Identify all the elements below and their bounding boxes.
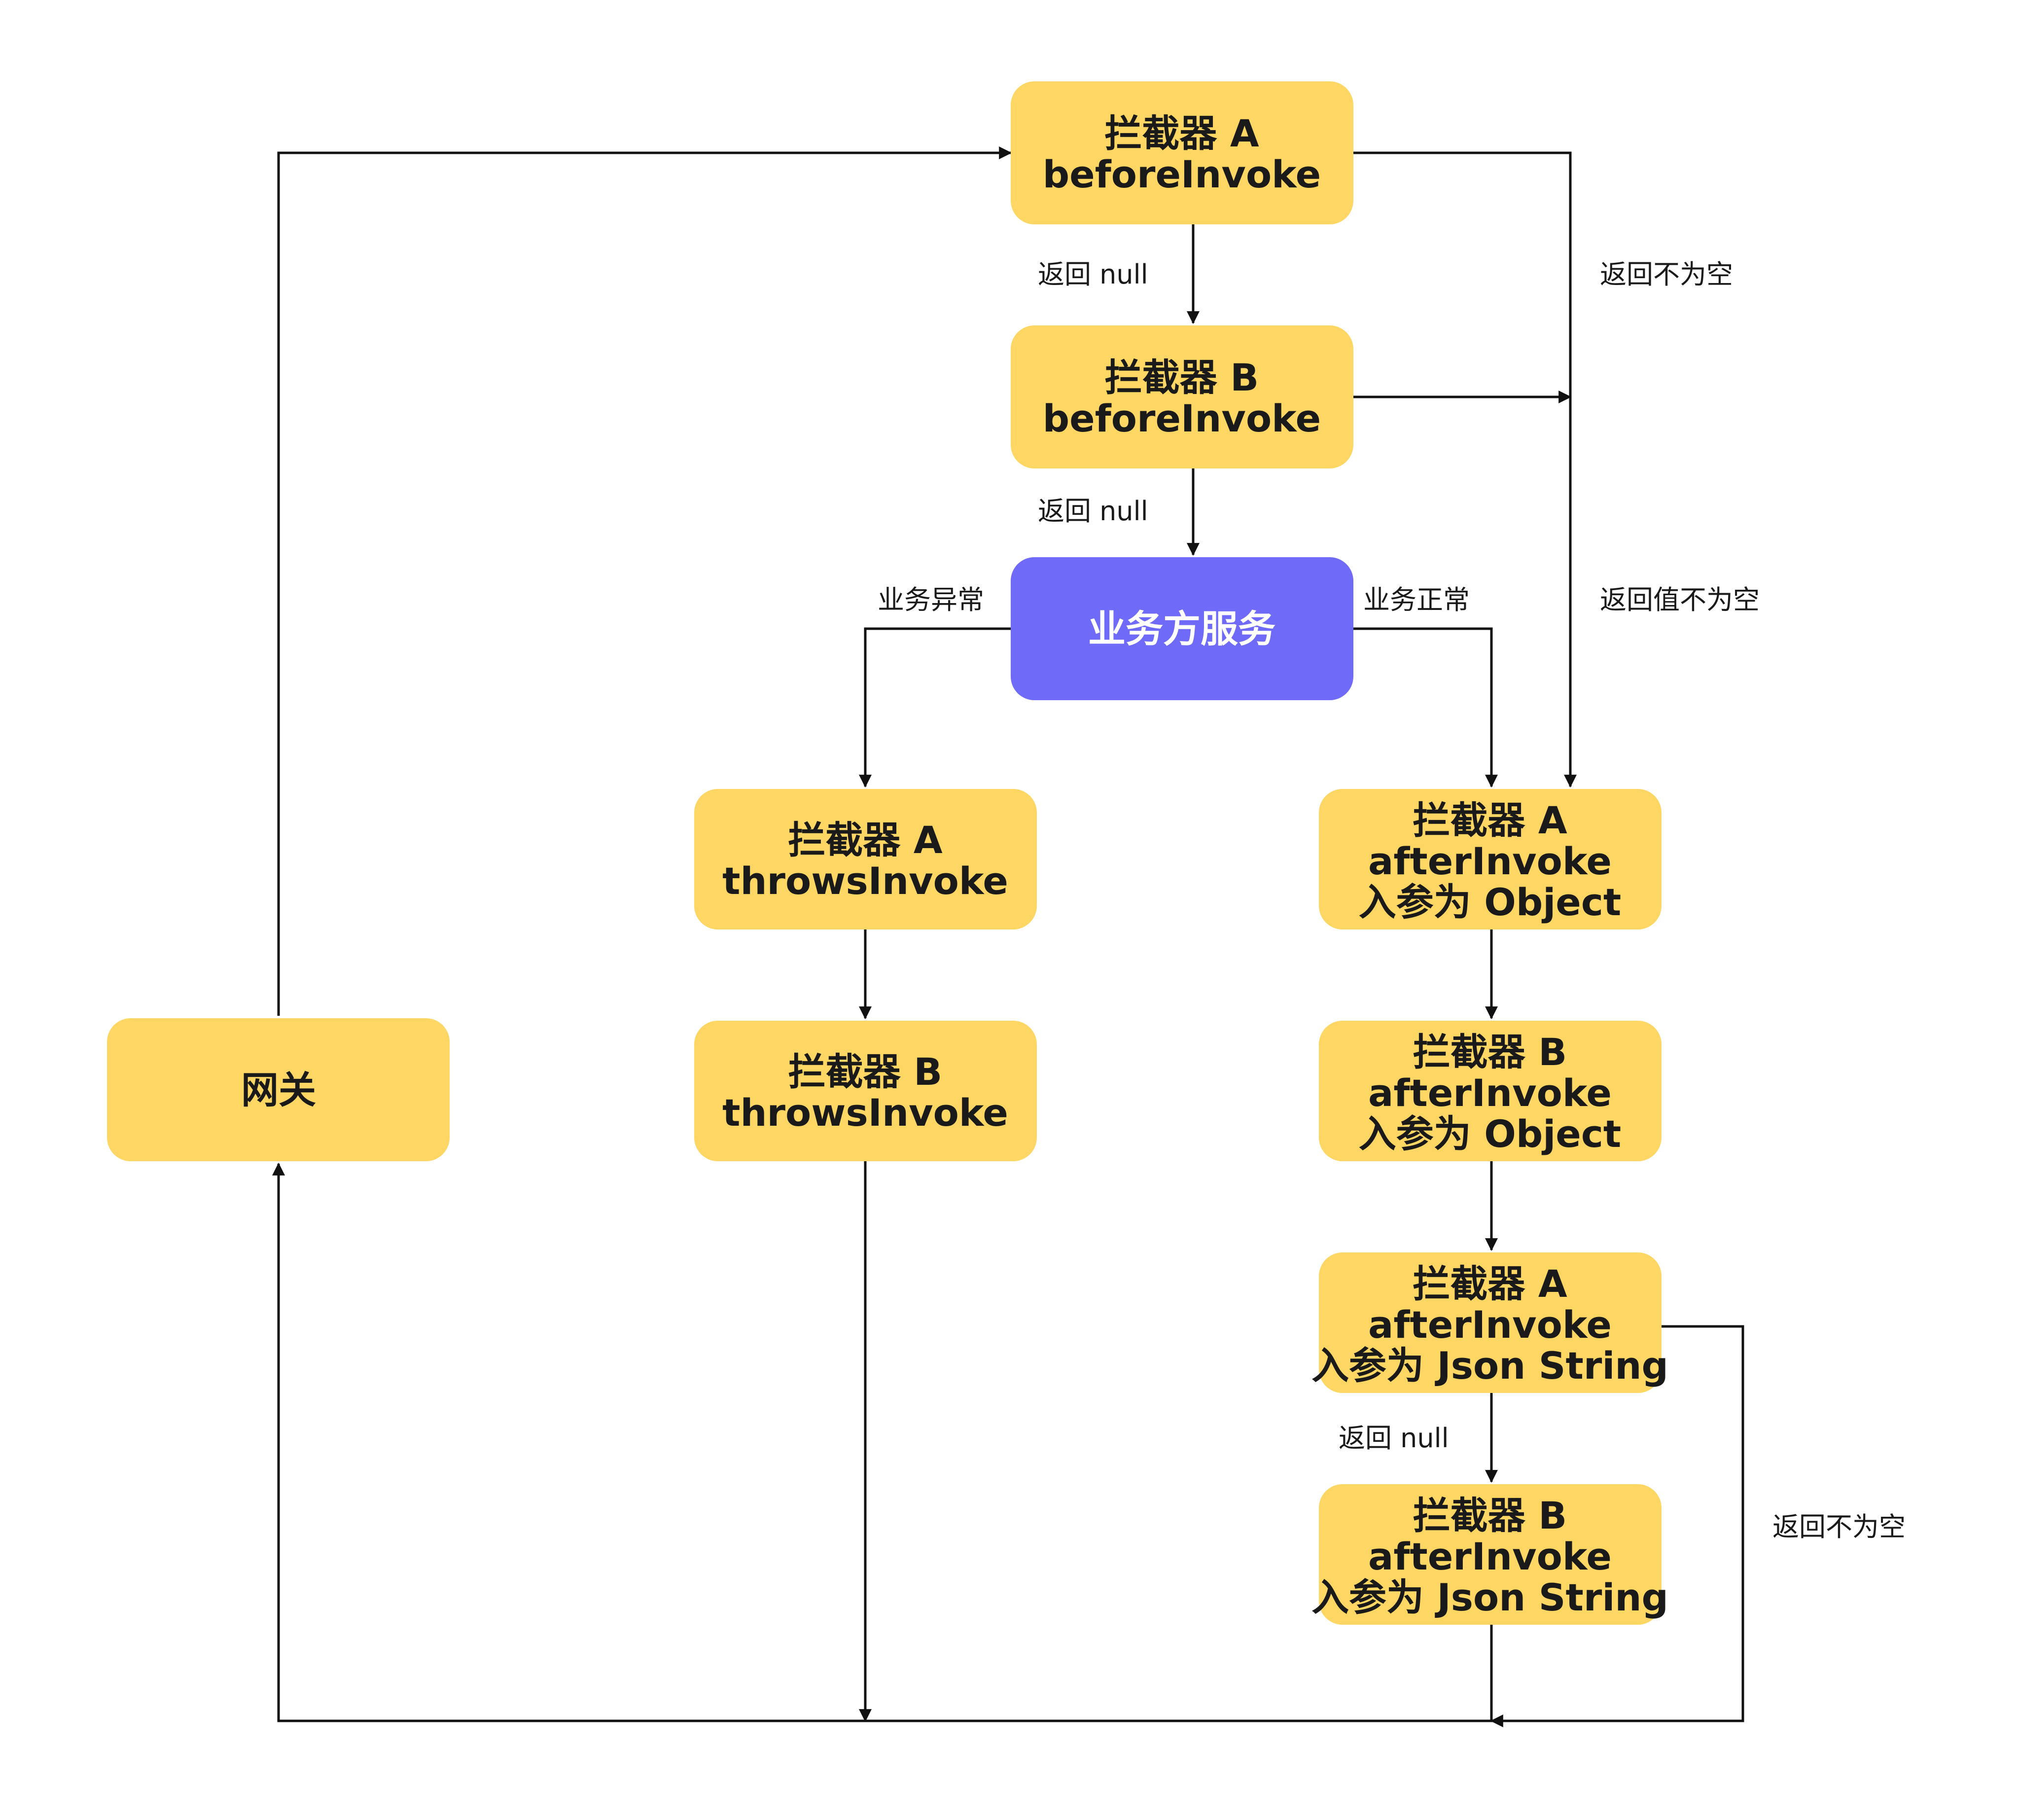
label-business-normal: 业务正常	[1363, 584, 1470, 615]
node-box	[694, 789, 1037, 929]
edge-a-before-not-empty	[1353, 151, 1577, 788]
edge-gateway-to-a-before	[277, 146, 1012, 1016]
label-json-a-return-null: 返回 null	[1339, 1423, 1449, 1454]
node-b-after-invoke-object[interactable]: 拦截器 B afterInvoke 入参为 Object	[1319, 1021, 1662, 1161]
edge-labels: 返回 null 返回 null 返回不为空 返回值不为空 业务异常 业务正常 返…	[878, 259, 1906, 1542]
node-line2: afterInvoke	[1368, 1071, 1612, 1115]
label-return-value-not-empty: 返回值不为空	[1600, 584, 1760, 615]
edge-service-normal	[1353, 627, 1498, 788]
label-business-exception: 业务异常	[878, 584, 984, 615]
node-line3: 入参为 Json String	[1311, 1344, 1668, 1388]
node-line3: 入参为 Json String	[1311, 1575, 1668, 1619]
node-line1: 拦截器 B	[1413, 1030, 1567, 1074]
node-line1: 拦截器 A	[788, 818, 942, 862]
node-line2: throwsInvoke	[722, 859, 1008, 903]
node-label: 业务方服务	[1088, 607, 1275, 651]
node-b-throws-invoke[interactable]: 拦截器 B throwsInvoke	[694, 1021, 1037, 1161]
node-box	[1011, 557, 1353, 700]
label-b-return-null: 返回 null	[1038, 496, 1148, 527]
node-line3: 入参为 Object	[1359, 1112, 1621, 1156]
edges	[272, 146, 1744, 1727]
node-line1: 拦截器 B	[1105, 356, 1259, 399]
node-line2: afterInvoke	[1368, 1303, 1612, 1347]
label-a-return-null: 返回 null	[1038, 259, 1148, 290]
node-box	[1011, 81, 1353, 224]
node-line2: afterInvoke	[1368, 839, 1612, 883]
edge-service-exception	[859, 627, 1011, 788]
node-line1: 拦截器 A	[1413, 1262, 1567, 1306]
node-box	[1319, 1484, 1662, 1625]
node-line2: throwsInvoke	[722, 1091, 1008, 1135]
node-box	[694, 1021, 1037, 1161]
node-line1: 拦截器 B	[1413, 1494, 1567, 1537]
node-box	[1319, 1252, 1662, 1393]
node-box	[1011, 325, 1353, 468]
node-line2: beforeInvoke	[1043, 396, 1321, 440]
node-a-after-invoke-json[interactable]: 拦截器 A afterInvoke 入参为 Json String	[1311, 1252, 1668, 1393]
node-line1: 拦截器 A	[1413, 798, 1567, 842]
node-box	[107, 1018, 450, 1161]
node-box	[1319, 789, 1662, 929]
node-line2: afterInvoke	[1368, 1535, 1612, 1578]
node-business-service[interactable]: 业务方服务	[1011, 557, 1353, 700]
label-json-a-return-not-empty: 返回不为空	[1772, 1511, 1906, 1542]
label-return-not-empty: 返回不为空	[1600, 259, 1733, 290]
node-gateway[interactable]: 网关	[107, 1018, 450, 1161]
edge-bottom-return-to-gateway	[272, 1162, 1491, 1722]
node-a-after-invoke-object[interactable]: 拦截器 A afterInvoke 入参为 Object	[1319, 789, 1662, 929]
node-label: 网关	[241, 1068, 316, 1112]
node-line1: 拦截器 A	[1104, 111, 1259, 155]
node-line3: 入参为 Object	[1359, 880, 1621, 924]
node-box	[1319, 1021, 1662, 1161]
edge-a-after-json-not-empty	[1490, 1325, 1744, 1727]
node-a-throws-invoke[interactable]: 拦截器 A throwsInvoke	[694, 789, 1037, 929]
node-a-before-invoke[interactable]: 拦截器 A beforeInvoke	[1011, 81, 1353, 224]
node-line2: beforeInvoke	[1043, 152, 1321, 196]
node-line1: 拦截器 B	[788, 1050, 942, 1094]
node-b-before-invoke[interactable]: 拦截器 B beforeInvoke	[1011, 325, 1353, 468]
node-b-after-invoke-json[interactable]: 拦截器 B afterInvoke 入参为 Json String	[1311, 1484, 1668, 1625]
